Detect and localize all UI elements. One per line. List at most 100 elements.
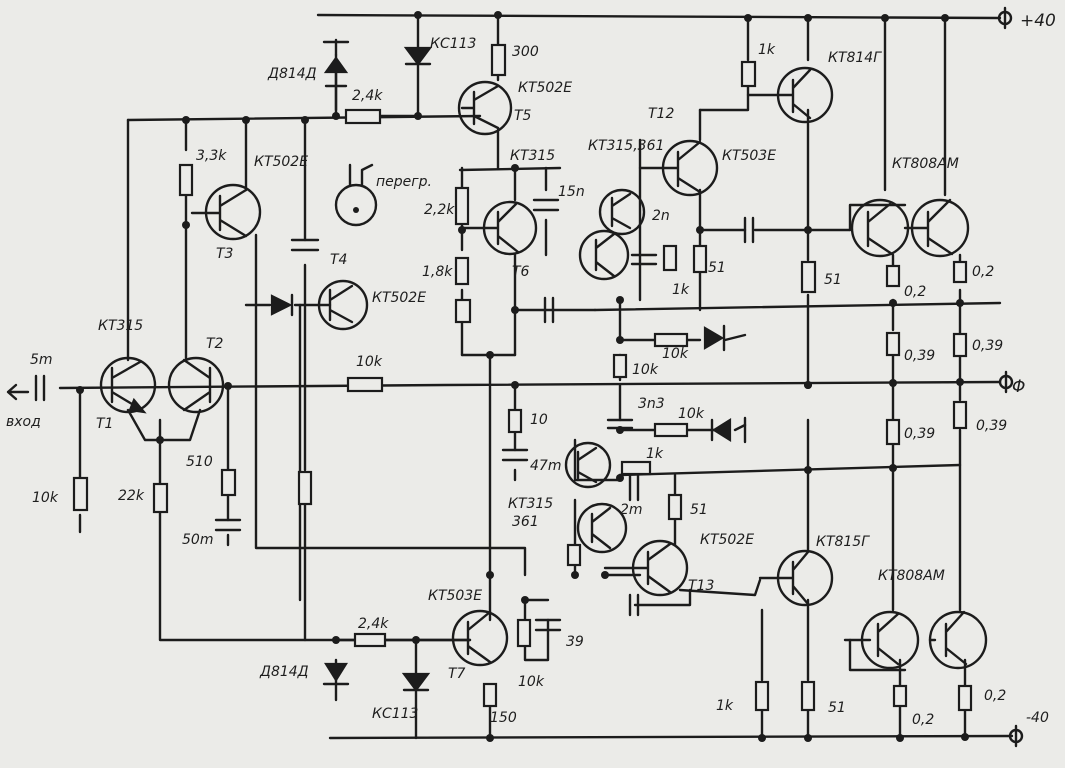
label-r-02-b: 0,2 [972,264,994,280]
labels: +40 Φ -40 вход КТ315 T1 T2 КТ502Е T3 T4 … [6,11,1056,728]
resistor-10k-diode-a [653,332,689,348]
capacitor-47m [501,448,529,462]
label-r-10k-d1: 10k [662,346,689,362]
capacitor-2p [630,253,658,266]
resistor-51-mid [692,244,708,274]
label-c-39: 39 [566,634,584,650]
resistor-51-bottom [800,680,816,712]
label-output: Φ [1012,377,1025,397]
label-t6: T6 [512,264,530,280]
resistor-10k-diode-b [653,422,689,438]
diode-bias-a [703,324,726,352]
label-r-1k-bot: 1k [716,698,734,714]
transistor-t2 [167,356,225,414]
label-r-1k-mid: 1k [672,282,690,298]
label-r-51-mid: 51 [708,260,726,276]
resistors [72,43,973,712]
label-r-18k: 1,8k [422,264,453,280]
label-r-22k-left: 22k [118,488,145,504]
label-zener-top: Д814Д [267,66,317,82]
label-r-24k-bot: 2,4k [358,616,389,632]
resistor-1k-top [740,60,757,88]
capacitor-39 [534,618,562,632]
label-r-10: 10 [530,412,548,428]
resistor-150 [482,682,498,708]
capacitor-mid-coupling [543,296,555,324]
junction-dots [76,11,969,742]
label-t1: T1 [96,416,113,432]
label-r-02-c: 0,2 [912,712,934,728]
resistor-3-3k [178,163,194,197]
label-overheat: перегр. [376,174,432,190]
label-ks-bot: КС113 [372,706,418,722]
capacitor-t12-out [743,216,755,244]
label-c-50m: 50m [182,532,213,548]
resistor-near-t13 [566,543,582,567]
label-drv-bot: КТ815Г [816,534,870,550]
label-c-15p: 15n [558,184,585,200]
label-c-in: 5m [30,352,53,368]
resistor-51-b [667,493,683,521]
overheat-indicator [334,163,378,227]
label-r-1k-b: 1k [646,446,664,462]
resistor-300 [490,43,507,77]
transistor-out-bot-2 [928,610,988,670]
label-r-24k-top: 2,4k [352,88,383,104]
resistor-2-4k-bottom [353,632,387,648]
resistor-2-4k-top [344,108,382,125]
resistor-1k-mid [662,244,678,272]
label-r-02-d: 0,2 [984,688,1006,704]
resistor-2-2k [454,186,470,226]
label-minus-rail: -40 [1026,710,1049,726]
capacitors [34,198,755,632]
label-pair-a: КТ315,361 [588,138,664,154]
label-t3-type: КТ502Е [254,154,308,170]
label-t13-type: КТ502Е [700,532,754,548]
transistor-t3 [190,183,262,241]
label-t3: T3 [216,246,233,262]
capacitor-input [34,374,46,402]
label-t5: T5 [514,108,532,124]
zener-d814d-top [322,38,350,112]
resistor-10k-feedback [346,376,384,393]
label-r-150: 150 [490,710,517,726]
transistors [99,66,988,670]
label-input: вход [6,414,41,430]
label-r-51-top: 51 [824,272,842,288]
label-pair-b2: 361 [512,514,539,530]
label-c-2p: 2n [652,208,670,224]
label-r-33k: 3,3k [196,148,227,164]
diode-t4-base [270,293,294,317]
zener-d814d-bottom [322,662,350,686]
label-zener-bot: Д814Д [259,664,309,680]
label-r-in: 10k [32,490,59,506]
label-r-10k-t7: 10k [518,674,545,690]
resistor-0-39-d [952,400,968,430]
resistor-t4-base [297,470,313,506]
capacitor-15p [532,198,560,212]
transistor-t6 [460,200,538,256]
label-t2: T2 [206,336,224,352]
label-t12: T12 [648,106,674,122]
terminals [6,6,1024,748]
resistor-1-8k [454,256,470,286]
label-ks-top: КС113 [430,36,476,52]
zener-ks113-bottom [401,672,431,692]
resistor-0-2-b [952,260,968,284]
label-r-1k-top: 1k [758,42,776,58]
resistor-22k [152,482,169,514]
transistor-drv-top [746,66,834,124]
resistor-0-2-c [892,684,908,708]
label-out-top: КТ808АМ [892,156,959,172]
label-plus-rail: +40 [1020,11,1056,31]
trimmer-resistor [454,298,472,324]
resistor-0-2-a [885,264,901,288]
resistor-0-39-c [885,418,901,446]
transistor-t1 [99,356,157,414]
label-c-47m: 47m [530,458,561,474]
label-t7-type: КТ503Е [428,588,482,604]
label-out-bot: КТ808АМ [878,568,945,584]
transistor-pair-a-2 [578,229,630,281]
label-drv-top: КТ814Г [828,50,882,66]
